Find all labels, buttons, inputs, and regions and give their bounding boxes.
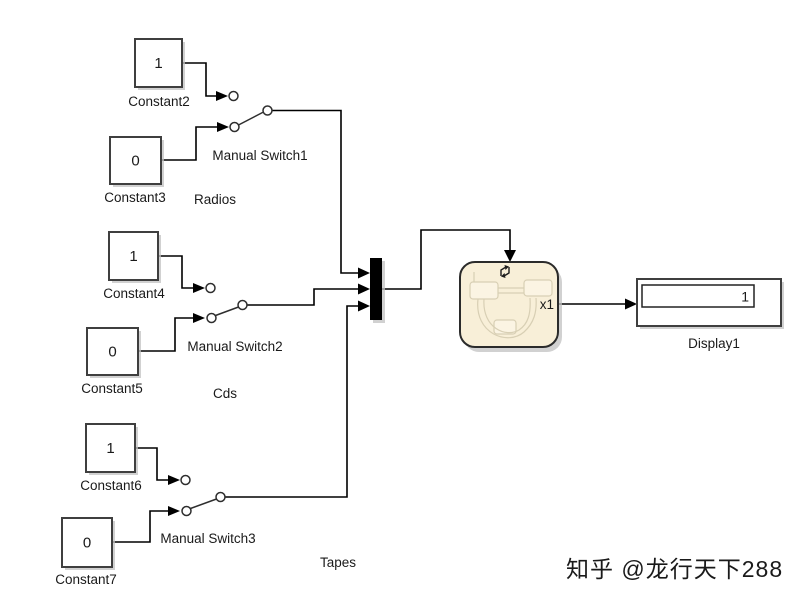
block-body [108,231,159,281]
display1-block[interactable]: 1 [636,278,784,329]
switch3-upper-port [180,474,191,486]
wire-constant5-to-switch2[interactable] [138,317,193,352]
mux-block[interactable] [358,258,385,323]
switch2-upper-arrowhead [193,283,205,293]
display-value: 1 [741,289,749,305]
constant5-label: Constant5 [81,381,143,396]
switch1-upper-port [228,90,239,102]
constant4-value: 1 [129,248,137,265]
wire-constant4-to-switch2[interactable] [158,255,193,289]
constant6-value: 1 [106,440,114,457]
display1-label: Display1 [688,336,740,351]
wire-constant6-to-switch3[interactable] [135,447,168,481]
wire-mux-to-chart[interactable] [382,229,511,290]
chart-inner-state [523,279,553,297]
chart-inner-state [469,281,499,300]
switch1-label: Manual Switch1 [212,148,307,163]
chart-inner-transition-curve [477,297,537,339]
watermark: 知乎 @龙行天下288 [566,556,783,582]
mux-input1-arrowhead [358,267,370,279]
manual-switch1-block[interactable] [216,90,273,133]
mux-input2-arrowhead [358,283,370,295]
block-body [86,327,139,376]
switch2-output-port [237,299,248,311]
chart-input-arrowhead [504,250,516,262]
display-value-field [641,284,755,308]
display-input-arrowhead [625,298,637,310]
constant2-block[interactable]: 1 [134,38,185,90]
constant7-block[interactable]: 0 [61,517,115,570]
switch1-output-port [262,105,273,116]
annotation-radios: Radios [194,192,236,207]
switch3-lower-arrowhead [168,506,180,516]
switch3-label: Manual Switch3 [160,531,255,546]
annotation-tapes: Tapes [320,555,356,570]
constant3-label: Constant3 [104,190,166,205]
stateflow-logo-icon [500,265,510,278]
mux-input3-arrowhead [358,300,370,312]
switch3-upper-arrowhead [168,475,180,485]
constant7-label: Constant7 [55,572,117,587]
stateflow-chart-block[interactable]: x1 [459,261,562,352]
constant2-value: 1 [154,55,162,72]
block-body [134,38,183,88]
wire-constant2-to-switch1[interactable] [182,62,216,97]
annotation-cds: Cds [213,386,237,401]
constant4-label: Constant4 [103,286,165,301]
switch1-upper-arrowhead [216,91,228,101]
constant7-value: 0 [83,535,91,552]
switch2-lower-port [206,312,217,324]
switch2-label: Manual Switch2 [187,339,282,354]
mux-bar [370,258,382,320]
constant3-value: 0 [131,153,139,170]
switch1-lower-arrowhead [217,122,229,132]
constant5-block[interactable]: 0 [86,327,141,378]
constant6-label: Constant6 [80,478,142,493]
block-body [109,136,162,185]
constant3-block[interactable]: 0 [109,136,164,187]
block-body [85,423,136,473]
manual-switch3-block[interactable] [168,474,226,517]
wire-switch1-to-mux[interactable] [272,109,358,274]
chart-output-port-label: x1 [540,297,554,312]
block-body [61,517,113,568]
manual-switch2-block[interactable] [193,282,248,324]
switch2-lever [215,306,239,317]
switch3-output-port [215,491,226,503]
switch1-lever [238,111,264,126]
constant5-value: 0 [108,344,116,361]
wire-constant3-to-switch1[interactable] [161,126,217,161]
switch2-upper-port [205,282,216,294]
switch2-lower-arrowhead [193,313,205,323]
switch3-lever [190,498,217,510]
switch1-lower-port [229,121,240,133]
wire-switch2-to-mux[interactable] [247,288,358,306]
constant2-label: Constant2 [128,94,190,109]
wire-switch3-to-mux[interactable] [225,305,358,498]
chart-inner-transition-curve [483,297,531,334]
constant6-block[interactable]: 1 [85,423,138,475]
wire-constant7-to-switch3[interactable] [112,510,168,543]
constant4-block[interactable]: 1 [108,231,161,283]
switch3-lower-port [181,505,192,517]
